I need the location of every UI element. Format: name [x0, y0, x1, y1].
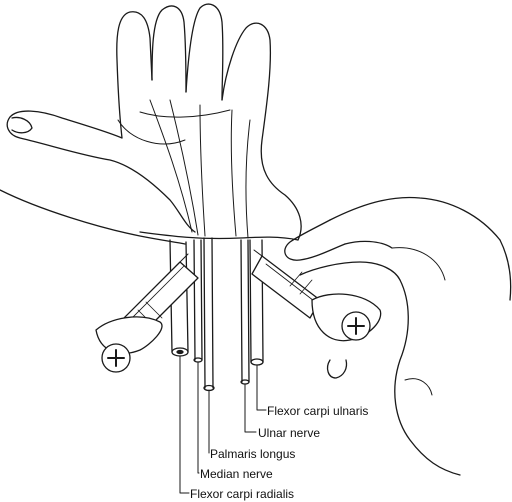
leader-median	[197, 361, 200, 474]
label-palmaris-longus: Palmaris longus	[210, 447, 296, 461]
leader-lines	[179, 355, 267, 494]
label-median-nerve: Median nerve	[200, 467, 273, 481]
patient-hand	[0, 3, 302, 245]
leader-fcu	[256, 364, 267, 411]
right-syringe	[251, 249, 382, 342]
label-flexor-carpi-radialis: Flexor carpi radialis	[190, 487, 295, 501]
label-ulnar-nerve: Ulnar nerve	[258, 426, 321, 440]
operator-hand	[284, 196, 512, 476]
leader-fcr	[179, 355, 190, 494]
left-syringe	[95, 253, 199, 373]
label-flexor-carpi-ulnaris: Flexor carpi ulnaris	[267, 404, 369, 418]
leader-ulnar	[244, 383, 257, 433]
forearm-structures	[169, 237, 264, 392]
